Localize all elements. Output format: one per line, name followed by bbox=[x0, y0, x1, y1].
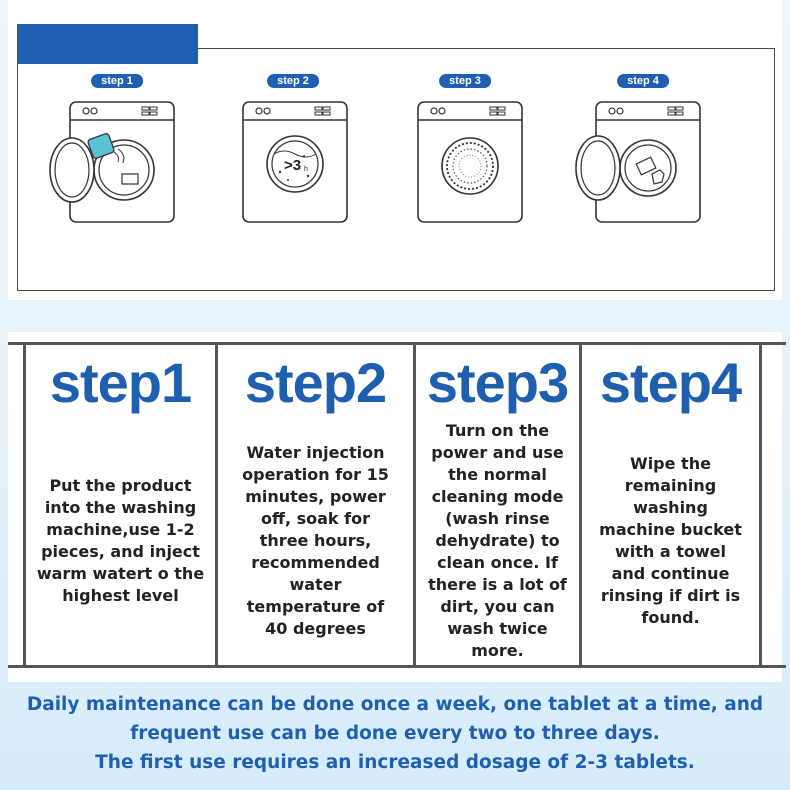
maintenance-note-line-3: The first use requires an increased dosa… bbox=[95, 752, 695, 773]
step-2-illustration: step 2 >3 h bbox=[218, 74, 368, 234]
step-3-illustration: step 3 bbox=[390, 74, 540, 234]
grid-divider bbox=[23, 342, 26, 668]
step-4-description: Wipe the remaining washing machine bucke… bbox=[599, 454, 742, 627]
washing-machine-spin-icon bbox=[417, 101, 523, 223]
step-2-description: Water injection operation for 15 minutes… bbox=[242, 443, 389, 638]
step-1-pill: step 1 bbox=[91, 74, 143, 88]
step-1-illustration: step 1 bbox=[42, 74, 192, 234]
step-2-column: step2 Water injection operation for 15 m… bbox=[218, 344, 413, 666]
step-3-column: step3 Turn on the power and use the norm… bbox=[416, 344, 579, 666]
step-3-title: step3 bbox=[426, 351, 569, 414]
step-4-column: step4 Wipe the remaining washing machine… bbox=[582, 344, 759, 666]
step-2-title: step2 bbox=[244, 351, 387, 414]
grid-divider bbox=[215, 342, 218, 668]
maintenance-note: Daily maintenance can be done once a wee… bbox=[0, 690, 790, 777]
washing-machine-wipe-icon bbox=[575, 101, 701, 223]
step-2-pill: step 2 bbox=[267, 74, 319, 88]
step-4-illustration: step 4 bbox=[568, 74, 718, 234]
grid-divider bbox=[759, 342, 762, 668]
step-4-pill: step 4 bbox=[617, 74, 669, 88]
grid-divider bbox=[413, 342, 416, 668]
header-accent-tab bbox=[17, 24, 198, 64]
maintenance-note-line-2: frequent use can be done every two to th… bbox=[130, 723, 660, 744]
washing-machine-soak-3h-icon: >3 h bbox=[242, 101, 348, 223]
washing-machine-add-tablet-icon bbox=[49, 101, 175, 223]
grid-top-rule bbox=[8, 342, 786, 345]
step-1-title: step1 bbox=[49, 351, 192, 414]
step-1-column: step1 Put the product into the washing m… bbox=[26, 344, 215, 666]
step-1-description: Put the product into the washing machine… bbox=[36, 476, 205, 605]
soak-hours-unit: h bbox=[304, 166, 308, 173]
maintenance-note-line-1: Daily maintenance can be done once a wee… bbox=[26, 694, 764, 715]
step-3-description: Turn on the power and use the normal cle… bbox=[428, 421, 567, 660]
grid-divider bbox=[579, 342, 582, 668]
step-3-pill: step 3 bbox=[439, 74, 491, 88]
step-4-title: step4 bbox=[599, 351, 742, 414]
soak-hours-badge: >3 bbox=[284, 157, 301, 174]
steps-text-panel bbox=[8, 332, 782, 682]
grid-bottom-rule bbox=[8, 665, 786, 668]
